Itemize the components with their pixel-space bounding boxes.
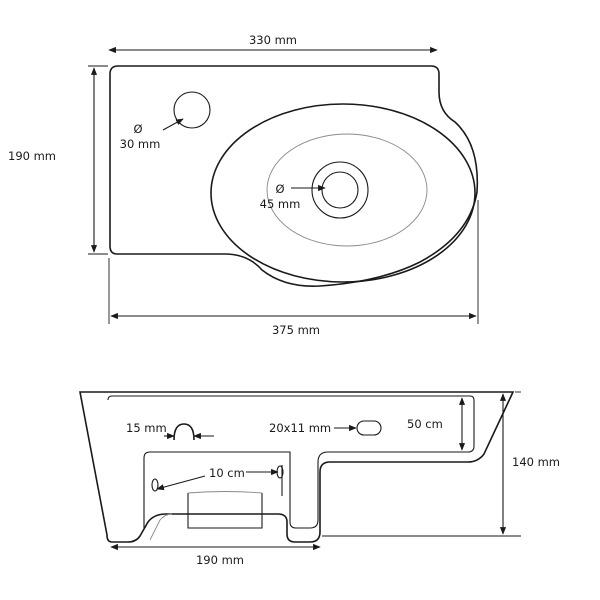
trough-left xyxy=(149,513,173,541)
basin-inner-side xyxy=(107,395,475,529)
trough-bottom xyxy=(187,493,263,529)
side-view: 15 mm 20x11 mm 50 cm 10 cm 140 mm 190 mm xyxy=(79,391,560,567)
drain-diameter: 45 mm xyxy=(260,197,301,211)
bowl-rim xyxy=(210,103,476,283)
notch xyxy=(173,423,195,441)
basin-outline-top xyxy=(109,65,479,287)
trough-top xyxy=(187,491,263,494)
drain-diameter-symbol: Ø xyxy=(275,182,284,196)
top-view: 330 mm 190 mm Ø 30 mm Ø 45 mm 375 mm xyxy=(8,33,479,337)
label-height-left: 190 mm xyxy=(8,149,56,163)
tap-hole-leader xyxy=(162,118,184,131)
label-total-height: 140 mm xyxy=(512,455,560,469)
drain-outer xyxy=(311,161,369,219)
label-overflow-size: 20x11 mm xyxy=(269,421,331,435)
tap-hole-diameter-symbol: Ø xyxy=(133,122,142,136)
label-overflow-height: 50 cm xyxy=(407,417,443,431)
label-mounting-holes: 10 cm xyxy=(209,466,245,480)
drain-inner xyxy=(321,171,359,209)
bowl-inner xyxy=(266,133,428,247)
tap-hole xyxy=(173,91,211,129)
basin-outline-side xyxy=(79,391,515,543)
label-notch-width: 15 mm xyxy=(126,421,167,435)
overflow-slot xyxy=(356,420,382,436)
label-width-bottom: 375 mm xyxy=(272,323,320,337)
label-base-width: 190 mm xyxy=(196,553,244,567)
dim-10-left xyxy=(156,475,206,491)
tap-hole-diameter: 30 mm xyxy=(120,137,161,151)
label-width-top: 330 mm xyxy=(249,33,297,47)
